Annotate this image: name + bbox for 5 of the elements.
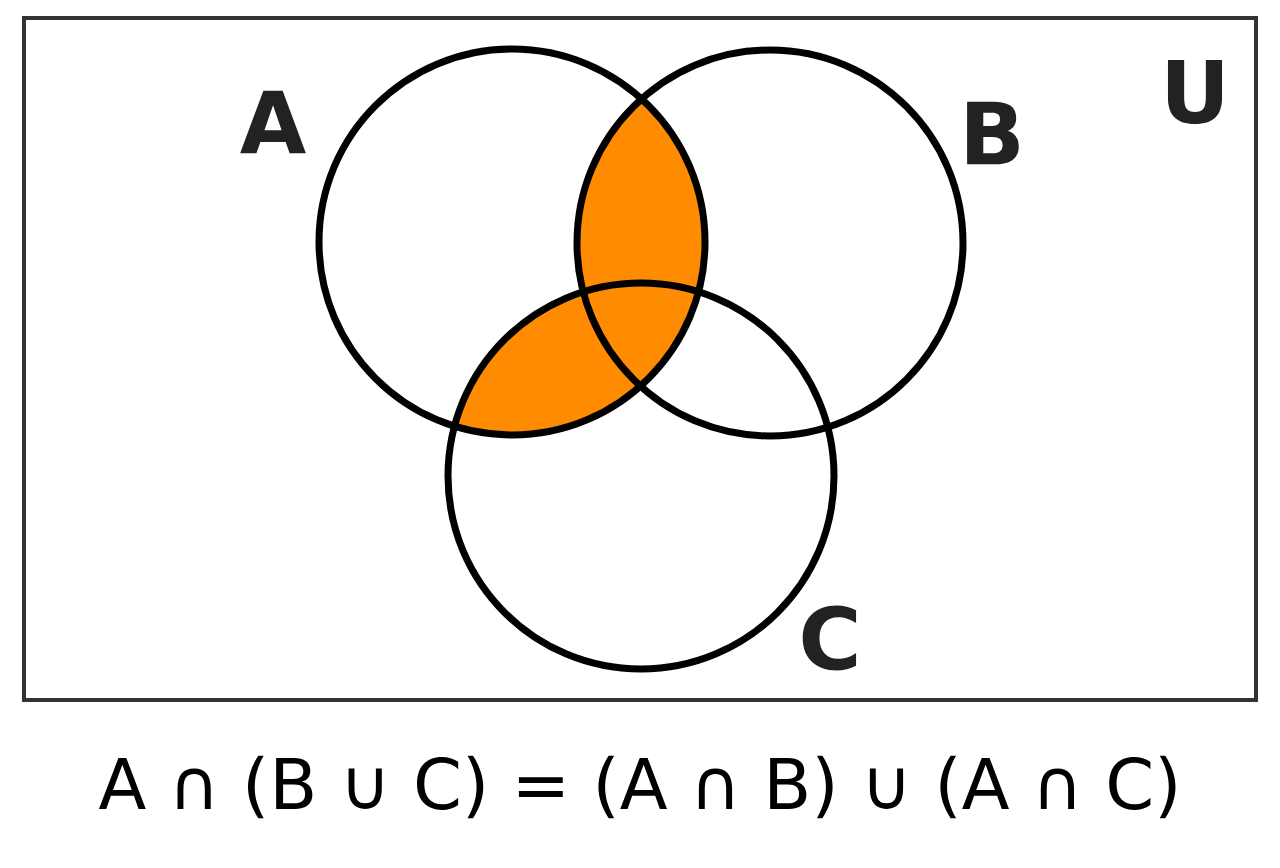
set-label: B bbox=[967, 101, 1019, 165]
set-label: A bbox=[240, 90, 306, 154]
set-label: C bbox=[802, 605, 857, 671]
set-equation: A ∩ (B ∪ C) = (A ∩ B) ∪ (A ∩ C) bbox=[98, 755, 1176, 819]
set-label: U bbox=[1168, 60, 1222, 124]
